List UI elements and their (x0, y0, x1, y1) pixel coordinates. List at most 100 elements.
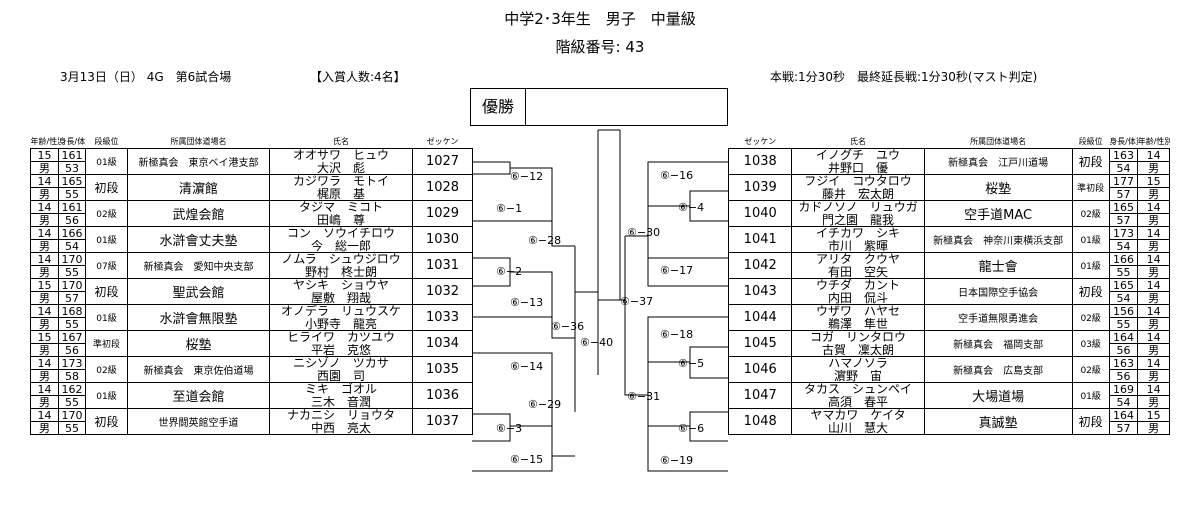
dojo-cell: 新極真会 福岡支部 (923, 330, 1073, 357)
bracket-line (647, 161, 728, 190)
dojo-cell: 大場道場 (923, 382, 1073, 409)
bracket-line (551, 368, 575, 457)
zekken-cell: 1029 (412, 200, 473, 227)
class-number: 階級番号: 43 (555, 38, 645, 56)
zekken-cell: 1041 (727, 226, 793, 253)
col-zekken: ゼッケン (744, 137, 777, 146)
rank-cell: 01級 (85, 148, 128, 175)
name-kana-cell: ウチダ カント (791, 278, 925, 292)
match-label: ⑥−18 (660, 328, 694, 341)
weight-cell: 58 (58, 369, 86, 383)
match-label: ⑥−4 (678, 201, 705, 214)
rank-cell: 初段 (1071, 148, 1110, 175)
dojo-cell: 新極真会 江戸川道場 (923, 148, 1073, 175)
match-label: ⑥−1 (496, 202, 523, 215)
winners-count: 【入賞人数:4名】 (310, 70, 406, 84)
dojo-cell: 新極真会 神奈川東横浜支部 (923, 226, 1073, 253)
zekken-cell: 1037 (412, 408, 473, 435)
zekken-cell: 1048 (727, 408, 793, 435)
bracket-line (551, 191, 575, 247)
zekken-cell: 1046 (727, 356, 793, 383)
name-cell: 山川 慧大 (791, 421, 925, 435)
name-kana-cell: イノグチ ユウ (791, 148, 925, 162)
col-age-gender: 年齢/性別 (30, 137, 59, 146)
dojo-cell: 真誠塾 (923, 408, 1073, 435)
rank-cell: 01級 (1071, 382, 1110, 409)
dojo-cell: 至道会館 (127, 382, 270, 409)
zekken-cell: 1034 (412, 330, 473, 357)
bracket-line (647, 257, 728, 287)
weight-cell: 57 (58, 291, 86, 305)
rank-cell: 初段 (1071, 408, 1110, 435)
name-kana-cell: ヤマカワ ケイタ (791, 408, 925, 422)
name-kana-cell: コガ リンタロウ (791, 330, 925, 344)
name-kana-cell: ウザワ ハヤセ (791, 304, 925, 318)
rank-cell: 02級 (1071, 356, 1110, 383)
match-label: ⑥−2 (496, 265, 523, 278)
match-rules: 本戦:1分30秒 最終延長戦:1分30秒(マスト判定) (770, 70, 1038, 84)
dojo-cell: 空手道MAC (923, 200, 1073, 227)
dojo-cell: 龍士會 (923, 252, 1073, 279)
zekken-cell: 1043 (727, 278, 793, 305)
match-label: ⑥−15 (510, 453, 544, 466)
name-cell: 中西 亮太 (269, 421, 413, 435)
dojo-cell: 新極真会 東京佐伯道場 (127, 356, 270, 383)
name-kana-cell: イチカワ シキ (791, 226, 925, 240)
name-kana-cell: タカス シュンペイ (791, 382, 925, 396)
zekken-cell: 1035 (412, 356, 473, 383)
date-venue: 3月13日（日） 4G 第6試合場 (60, 70, 232, 84)
rank-cell: 02級 (1071, 304, 1110, 331)
dojo-cell: 新極真会 東京ベイ港支部 (127, 148, 270, 175)
zekken-cell: 1038 (727, 148, 793, 175)
col-dojo: 所属団体道場名 (970, 137, 1027, 146)
rank-cell: 02級 (85, 200, 128, 227)
col-name: 氏名 (850, 137, 867, 146)
weight-cell: 55 (58, 421, 86, 435)
col-height-weight: 身長/体重 (1109, 137, 1138, 146)
match-label: ⑥−17 (660, 264, 694, 277)
match-label: ⑥−36 (551, 320, 585, 333)
col-name: 氏名 (333, 137, 349, 146)
match-label: ⑥−31 (627, 390, 661, 403)
bracket-line (647, 426, 728, 472)
champion-label: 優勝 (471, 89, 526, 125)
zekken-cell: 1028 (412, 174, 473, 201)
col-rank: 段級位 (94, 137, 119, 146)
zekken-cell: 1030 (412, 226, 473, 253)
col-rank: 段級位 (1078, 137, 1103, 146)
rank-cell: 01級 (1071, 226, 1110, 253)
match-label: ⑥−3 (496, 422, 523, 435)
zekken-cell: 1042 (727, 252, 793, 279)
col-height-weight: 身長/体重 (58, 137, 86, 146)
age-cell: 14 (1137, 356, 1170, 370)
champion-box: 優勝 (470, 88, 728, 126)
rank-cell: 02級 (1071, 200, 1110, 227)
match-label: ⑥−19 (660, 454, 694, 467)
right-bracket-entries: ゼッケン 氏名 所属団体道場名 段級位 身長/体重 年齢/性別 1038イノグチ… (727, 136, 1170, 435)
dojo-cell: 新極真会 愛知中央支部 (127, 252, 270, 279)
match-label: ⑥−12 (510, 170, 544, 183)
match-label: ⑥−16 (660, 169, 694, 182)
page-title: 中学2･3年生 男子 中量級 (504, 10, 696, 28)
